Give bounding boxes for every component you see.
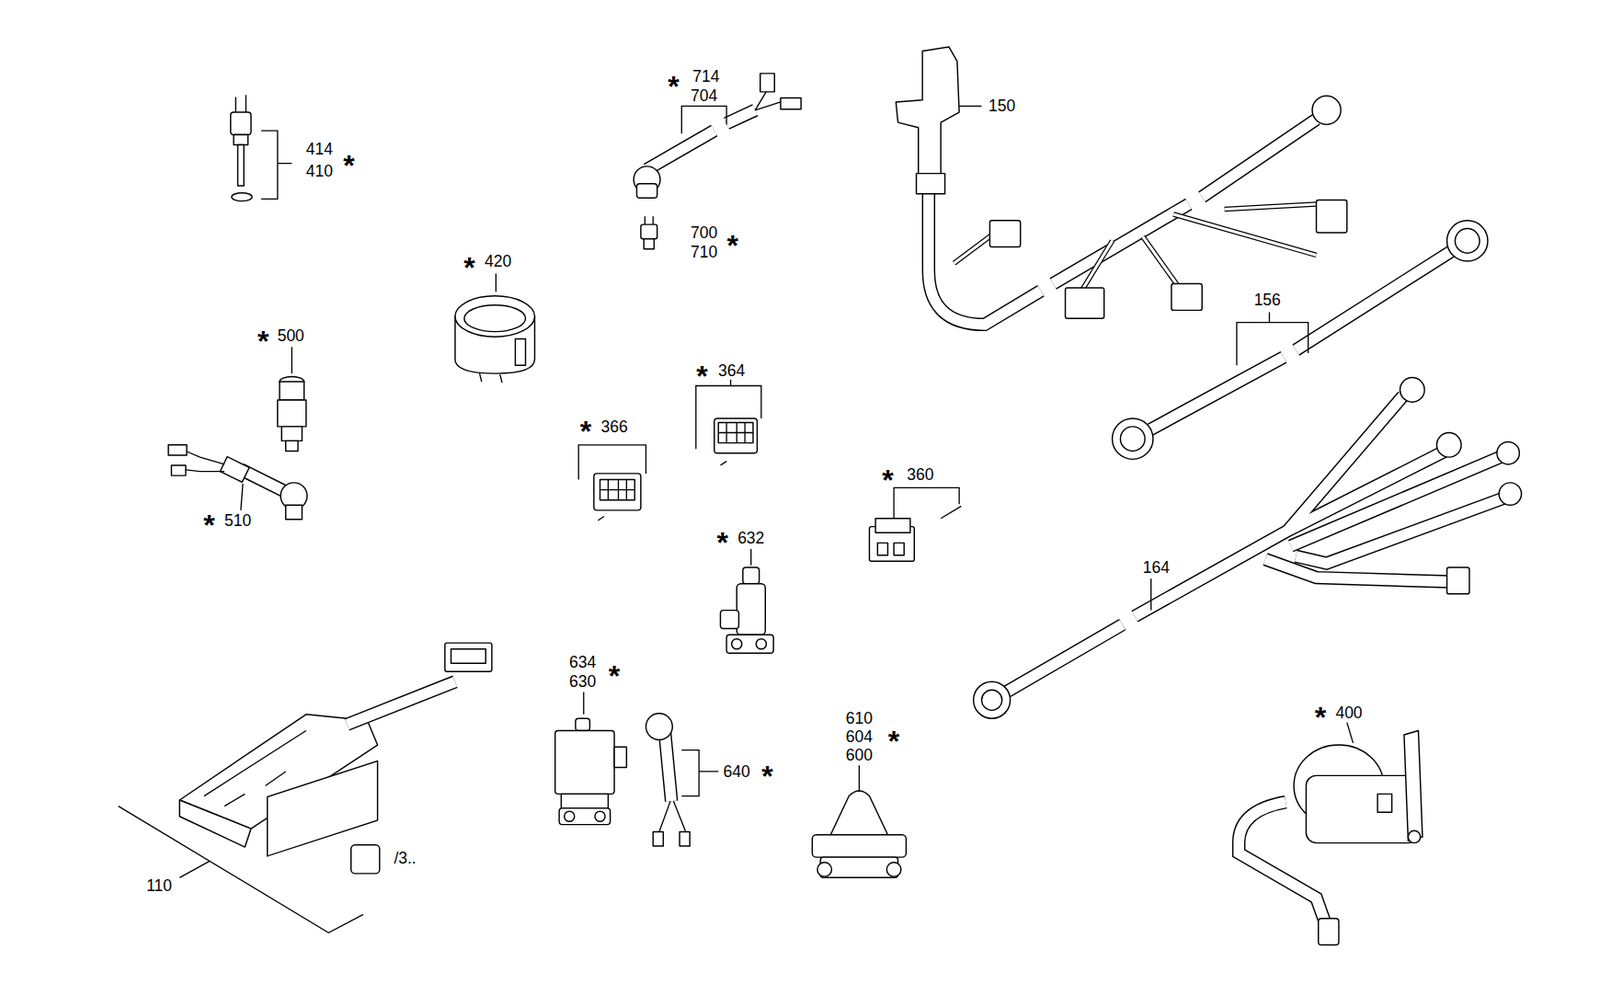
asterisk-mark: *: [880, 465, 894, 497]
callout-number: 500: [276, 327, 306, 344]
callout-number: 150: [987, 97, 1017, 115]
callout-number: 364: [717, 362, 746, 379]
callout-number: 704: [689, 87, 719, 104]
asterisk-mark: *: [1314, 702, 1327, 734]
callout-number: 410: [305, 162, 334, 180]
callout-number: 400: [1334, 703, 1363, 720]
callout-number: 604: [845, 728, 874, 745]
callout-number: /3..: [392, 849, 417, 867]
callout-number: 700: [689, 224, 719, 241]
asterisk-mark: *: [607, 661, 621, 693]
callout-number: 510: [223, 512, 252, 529]
callout-number: 156: [1253, 291, 1282, 309]
asterisk-mark: *: [202, 510, 216, 542]
callout-number: 630: [568, 673, 597, 690]
callout-number: 634: [568, 653, 597, 671]
callout-number: 420: [483, 252, 513, 270]
asterisk-mark: *: [462, 253, 476, 286]
callout-number: 640: [722, 763, 752, 780]
asterisk-mark: *: [726, 230, 740, 263]
callout-number: 714: [691, 68, 720, 85]
asterisk-mark: *: [342, 151, 355, 183]
callout-number: 360: [905, 466, 935, 483]
callout-number: 600: [845, 746, 874, 764]
callout-number: 710: [689, 243, 719, 261]
callout-number: 610: [845, 709, 874, 727]
asterisk-mark: *: [887, 726, 901, 758]
callout-number: 632: [736, 529, 766, 547]
asterisk-mark: *: [256, 326, 270, 358]
callout-number: 164: [1142, 559, 1171, 576]
asterisk-mark: *: [579, 416, 593, 448]
asterisk-mark: *: [666, 71, 680, 103]
asterisk-mark: *: [715, 527, 729, 560]
asterisk-mark: *: [695, 361, 709, 393]
callout-number: 414: [305, 140, 334, 158]
asterisk-mark: *: [760, 761, 774, 793]
callout-number: 110: [145, 877, 173, 894]
callout-number: 366: [599, 418, 629, 435]
